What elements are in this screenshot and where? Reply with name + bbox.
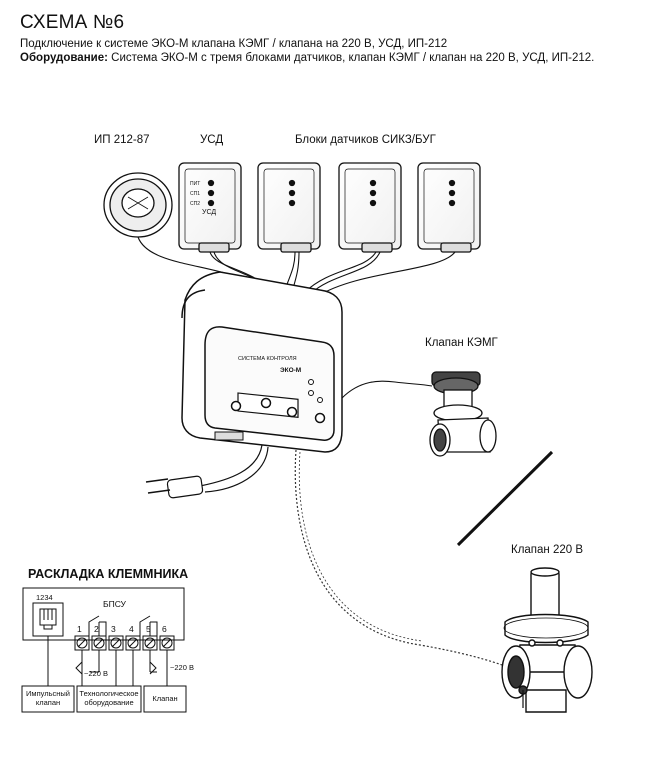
page-subtitle: Подключение к системе ЭКО-М клапана КЭМГ… bbox=[20, 38, 448, 50]
label-valve-220: Клапан 220 В bbox=[511, 544, 584, 556]
bpsu-label: БПСУ bbox=[103, 599, 127, 609]
terminal-5: 5 bbox=[146, 624, 151, 634]
cable-220-dashed bbox=[294, 449, 511, 669]
page-title: СХЕМА №6 bbox=[20, 12, 125, 33]
power-plug bbox=[145, 444, 269, 499]
box-valve: Клапан bbox=[152, 694, 178, 703]
terminal-screws bbox=[74, 635, 175, 651]
controller-eco-m: СИСТЕМА КОНТРОЛЯ ЭКО-М bbox=[181, 271, 343, 453]
terminal-schematic bbox=[21, 587, 187, 713]
valve-220 bbox=[501, 567, 593, 713]
box-pulse-valve: Импульсный клапан bbox=[26, 689, 70, 707]
label-sensor-blocks: Блоки датчиков СИКЗ/БУГ bbox=[295, 134, 436, 146]
equipment-line: Оборудование: Система ЭКО-М с тремя блок… bbox=[20, 51, 594, 65]
svg-text:УСД: УСД bbox=[202, 209, 216, 216]
cable-220-dashed-2 bbox=[298, 451, 423, 642]
svg-text:ПИТ: ПИТ bbox=[190, 181, 200, 187]
svg-text:СИСТЕМА КОНТРОЛЯ: СИСТЕМА КОНТРОЛЯ bbox=[238, 356, 297, 362]
voltage-right: ~220 В bbox=[170, 663, 194, 672]
equipment-label: Оборудование: bbox=[20, 52, 108, 64]
valve-kemg bbox=[429, 371, 497, 457]
cable-kemg bbox=[341, 380, 433, 399]
sensor-cables bbox=[137, 236, 456, 297]
connector-pins: 1234 bbox=[36, 593, 53, 602]
terminal-3: 3 bbox=[111, 624, 116, 634]
voltage-left: ~220 В bbox=[84, 669, 108, 678]
terminal-1: 1 bbox=[77, 624, 82, 634]
controller-brand: ЭКО-М bbox=[280, 367, 301, 374]
svg-text:СП2: СП2 bbox=[190, 201, 200, 207]
terminal-heading: РАСКЛАДКА КЛЕММНИКА bbox=[28, 567, 189, 581]
terminal-2: 2 bbox=[94, 624, 99, 634]
separator-line bbox=[456, 450, 554, 547]
box-tech-equipment: Технологическое оборудование bbox=[79, 689, 139, 707]
equipment-text: Система ЭКО-М с тремя блоками датчиков, … bbox=[107, 52, 595, 64]
terminal-4: 4 bbox=[129, 624, 134, 634]
label-usd: УСД bbox=[200, 134, 224, 146]
label-valve-kemg: Клапан КЭМГ bbox=[425, 337, 498, 349]
terminal-6: 6 bbox=[162, 624, 167, 634]
usd-unit: ПИТ СП1 СП2 УСД bbox=[178, 162, 242, 253]
label-ip: ИП 212-87 bbox=[94, 134, 150, 146]
sensor-block-2 bbox=[338, 162, 402, 253]
sensor-block-3 bbox=[417, 162, 481, 253]
smoke-detector-ip bbox=[103, 172, 173, 238]
sensor-block-1 bbox=[257, 162, 321, 253]
svg-text:СП1: СП1 bbox=[190, 191, 200, 197]
